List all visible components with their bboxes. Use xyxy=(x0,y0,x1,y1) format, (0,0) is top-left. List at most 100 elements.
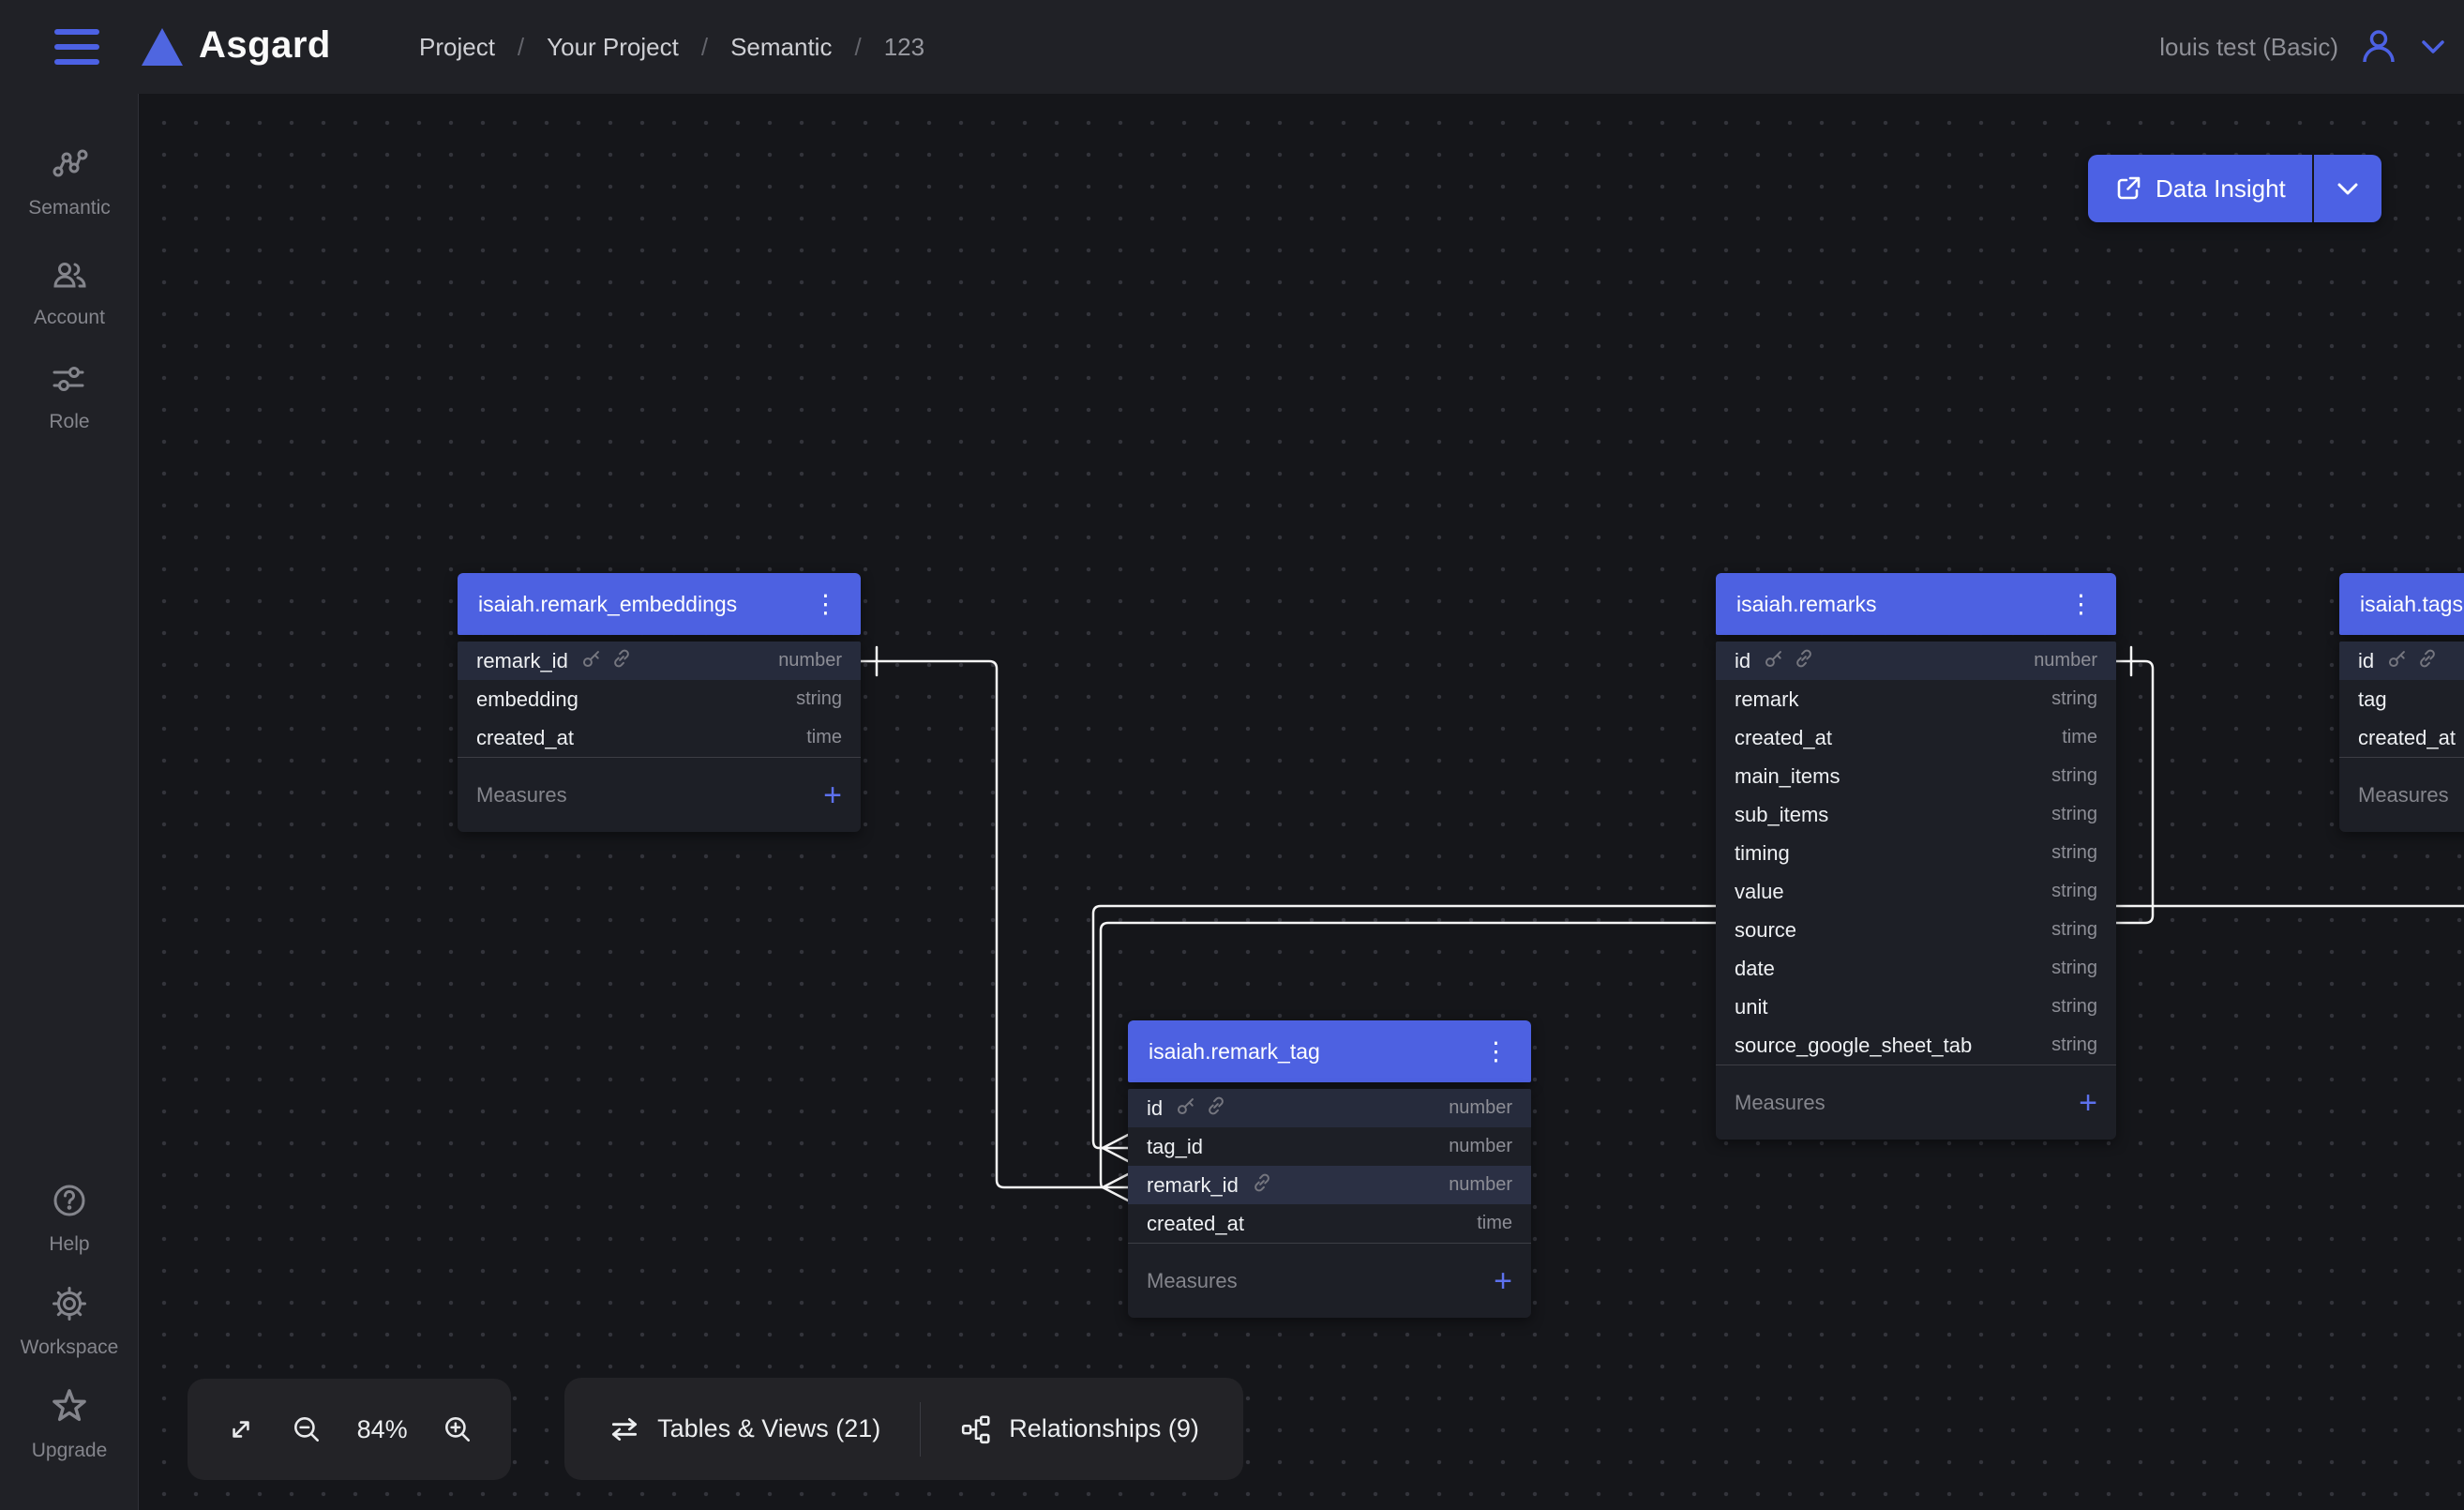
primary-key-icon xyxy=(2387,648,2408,673)
kebab-menu-icon[interactable]: ⋮ xyxy=(2068,589,2094,618)
add-measure-button[interactable]: + xyxy=(2079,1084,2097,1121)
sidebar-item-account[interactable]: Account xyxy=(0,255,139,329)
relationships-icon xyxy=(962,1414,990,1443)
table-header[interactable]: isaiah.remark_tag⋮ xyxy=(1128,1020,1531,1082)
sidebar-item-semantic[interactable]: Semantic xyxy=(0,145,139,219)
sidebar-item-label: Role xyxy=(49,411,90,432)
asgard-logo-icon xyxy=(142,28,183,66)
field-name: unit xyxy=(1735,994,1768,1019)
field-name: sub_items xyxy=(1735,802,1829,826)
field-type: number xyxy=(1449,1097,1512,1118)
breadcrumb-item-123[interactable]: 123 xyxy=(883,32,925,61)
swap-arrows-icon xyxy=(612,1417,638,1441)
breadcrumb-item-semantic[interactable]: Semantic xyxy=(730,32,833,61)
sidebar-item-label: Help xyxy=(49,1233,90,1255)
external-link-icon xyxy=(2117,176,2141,200)
zoom-out-button[interactable] xyxy=(291,1413,323,1445)
field-name: created_at xyxy=(1147,1211,1244,1235)
link-icon xyxy=(611,648,632,673)
relationship-lines xyxy=(859,645,2464,1202)
measures-section: Measures+ xyxy=(458,757,861,832)
chevron-down-icon[interactable] xyxy=(2419,33,2447,61)
field-name: id xyxy=(2358,648,2375,672)
field-name: created_at xyxy=(2358,725,2456,749)
help-icon xyxy=(49,1180,90,1226)
field-row-remark[interactable]: remark string xyxy=(1716,680,2116,718)
kebab-menu-icon[interactable]: ⋮ xyxy=(1483,1036,1509,1065)
sidebar-item-workspace[interactable]: Workspace xyxy=(0,1283,139,1359)
data-insight-button[interactable]: Data Insight xyxy=(2088,155,2312,222)
measures-label: Measures xyxy=(1735,1090,1825,1114)
breadcrumb-item-your-project[interactable]: Your Project xyxy=(547,32,679,61)
sidebar-item-role[interactable]: Role xyxy=(0,359,139,433)
field-name: remark xyxy=(1735,687,1799,711)
add-measure-button[interactable]: + xyxy=(1494,1262,1512,1299)
field-row-created_at[interactable]: created_at time xyxy=(1128,1204,1531,1243)
table-header[interactable]: isaiah.remark_embeddings⋮ xyxy=(458,573,861,635)
field-type: string xyxy=(2051,688,2097,709)
link-icon xyxy=(1252,1172,1272,1198)
sliders-icon xyxy=(50,359,89,403)
primary-key-icon xyxy=(1176,1095,1196,1121)
user-icon[interactable] xyxy=(2357,25,2400,68)
field-row-unit[interactable]: unit string xyxy=(1716,988,2116,1026)
field-name: embedding xyxy=(476,687,578,711)
relationships-button[interactable]: Relationships (9) xyxy=(960,1413,1199,1445)
breadcrumb-item-project[interactable]: Project xyxy=(419,32,495,61)
sidebar-item-upgrade[interactable]: Upgrade xyxy=(0,1384,139,1462)
primary-key-icon xyxy=(1764,648,1784,673)
sidebar-item-label: Upgrade xyxy=(31,1440,108,1461)
field-row-tag[interactable]: tagstring xyxy=(2339,680,2464,718)
field-type: string xyxy=(2051,996,2097,1017)
sidebar-item-label: Workspace xyxy=(20,1336,119,1358)
button-divider xyxy=(2311,155,2314,222)
field-name: tag xyxy=(2358,687,2387,711)
field-type: string xyxy=(2051,765,2097,786)
toolbar-divider xyxy=(920,1401,922,1457)
sidebar-item-help[interactable]: Help xyxy=(0,1180,139,1256)
menu-icon[interactable] xyxy=(54,29,99,65)
breadcrumb-separator: / xyxy=(517,32,525,61)
zoom-toolbar: 84% xyxy=(188,1379,511,1480)
fit-view-button[interactable] xyxy=(225,1413,257,1445)
field-type: time xyxy=(1477,1213,1512,1233)
link-icon xyxy=(1206,1095,1226,1121)
table-title: isaiah.remarks xyxy=(1736,591,1877,616)
table-header[interactable]: isaiah.remarks ⋮ xyxy=(1716,573,2116,635)
data-insight-dropdown-button[interactable] xyxy=(2313,155,2381,222)
measures-label: Measures xyxy=(2358,782,2449,807)
kebab-menu-icon[interactable]: ⋮ xyxy=(813,589,838,618)
relationship-edge xyxy=(1099,659,2155,1189)
table-header[interactable]: isaiah.tags⋮ xyxy=(2339,573,2464,635)
tables-views-button[interactable]: Tables & Views (21) xyxy=(608,1413,880,1445)
table-node-isaiah.tags[interactable]: isaiah.tags⋮idnumbertagstringcreated_att… xyxy=(2339,573,2464,832)
add-measure-button[interactable]: + xyxy=(823,777,842,813)
breadcrumb-separator: / xyxy=(854,32,862,61)
zoom-in-button[interactable] xyxy=(442,1413,473,1445)
field-type: number xyxy=(1449,1174,1512,1195)
field-name: tag_id xyxy=(1147,1134,1203,1158)
